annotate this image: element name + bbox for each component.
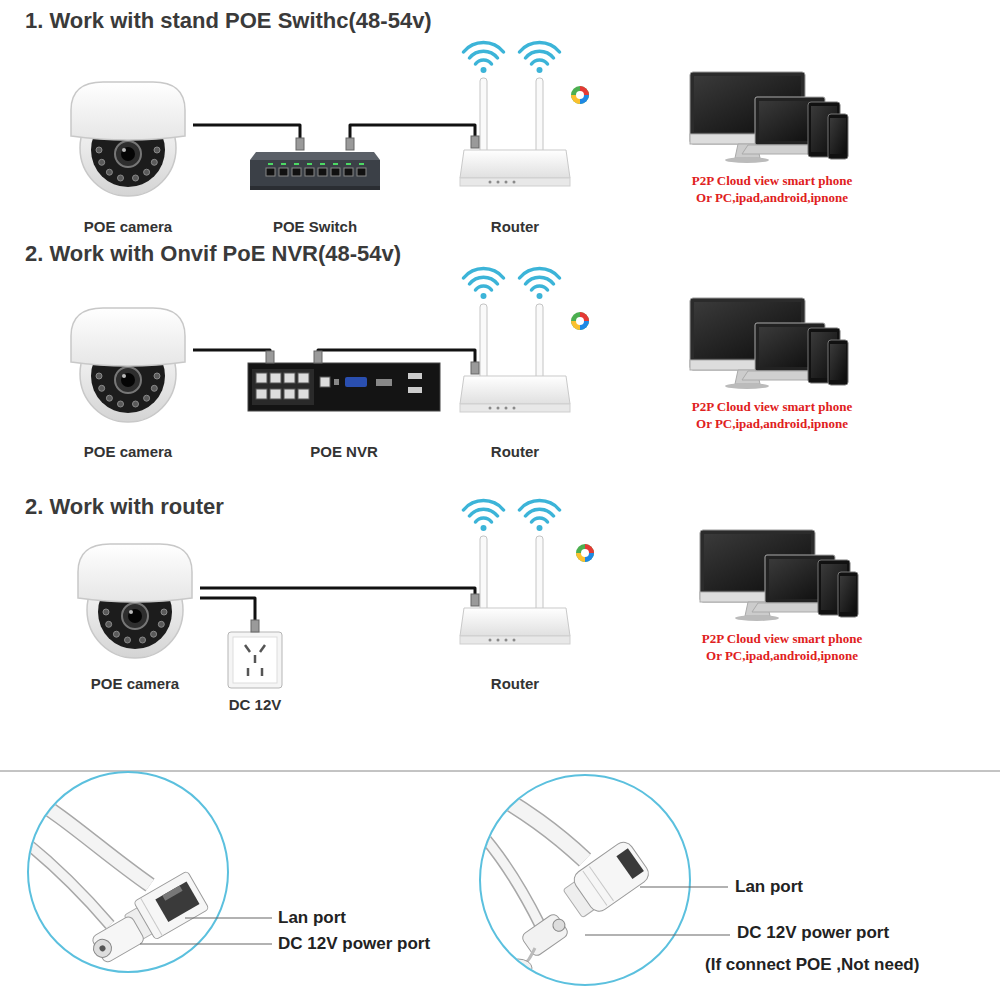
socket-node: DC 12V — [220, 632, 290, 714]
node-caption: POE camera — [91, 675, 179, 693]
cable-closeup-left — [10, 772, 228, 972]
node-caption: POE camera — [84, 443, 172, 461]
section-heading: 1. Work with stand POE Swithc(48-54v) — [25, 8, 432, 34]
rj45-plug — [314, 351, 322, 363]
node-caption: DC 12V — [229, 696, 282, 714]
rj45-plug — [251, 620, 259, 632]
wifi-symbol — [464, 43, 504, 73]
network-cable — [350, 125, 475, 150]
camera-node: POE camera — [63, 304, 193, 461]
router-node: Router — [460, 606, 570, 693]
globe-icon — [576, 544, 594, 562]
globe-icon — [571, 86, 589, 104]
dome-camera — [71, 82, 185, 196]
wifi-symbol — [520, 269, 560, 299]
poe-switch — [250, 152, 380, 190]
wifi-symbol — [520, 43, 560, 73]
rj45-plug — [471, 136, 479, 148]
network-cable — [200, 598, 255, 632]
rj45-plug — [471, 362, 479, 374]
leader-lines — [140, 887, 730, 944]
port-callout: Lan port — [278, 907, 346, 928]
wifi-symbol — [464, 269, 504, 299]
network-cable — [193, 125, 300, 150]
node-caption: Router — [491, 443, 539, 461]
wifi-symbol — [520, 501, 560, 531]
section-heading: 2. Work with Onvif PoE NVR(48-54v) — [25, 241, 401, 267]
port-callout: DC 12V power port — [737, 922, 889, 943]
cable-closeup-right — [478, 775, 690, 985]
dome-camera — [71, 308, 185, 422]
node-caption: Router — [491, 675, 539, 693]
rj45-plug — [471, 594, 479, 606]
dome-camera — [78, 544, 192, 658]
cloud-view-note: P2P Cloud view smart phone Or PC,ipad,an… — [686, 172, 858, 206]
router-node: Router — [460, 374, 570, 461]
node-caption: POE camera — [84, 218, 172, 236]
network-cable — [200, 588, 475, 606]
viewing-devices — [700, 530, 858, 621]
network-cable — [318, 350, 475, 374]
node-caption: POE Switch — [273, 218, 357, 236]
camera-node: POE camera — [70, 540, 200, 693]
nvr-node: POE NVR — [248, 363, 440, 461]
divider-line — [0, 771, 1000, 772]
section-heading: 2. Work with router — [25, 494, 224, 520]
port-note: (If connect POE ,Not need) — [705, 954, 919, 975]
poe-nvr — [248, 363, 440, 411]
port-callout: DC 12V power port — [278, 933, 430, 954]
router-node: Router — [460, 148, 570, 236]
cloud-view-note: P2P Cloud view smart phone Or PC,ipad,an… — [696, 630, 868, 664]
cloud-view-note: P2P Cloud view smart phone Or PC,ipad,an… — [686, 398, 858, 432]
viewing-devices — [690, 72, 848, 163]
globe-icon — [571, 312, 589, 330]
rj45-plug — [346, 138, 354, 150]
node-caption: Router — [491, 218, 539, 236]
wifi-symbol — [464, 501, 504, 531]
rj45-plug — [266, 351, 274, 363]
switch-node: POE Switch — [250, 150, 380, 236]
viewing-devices — [690, 298, 848, 389]
wall-socket — [228, 632, 282, 688]
port-callout: Lan port — [735, 876, 803, 897]
network-cable — [193, 350, 270, 363]
node-caption: POE NVR — [310, 443, 378, 461]
camera-node: POE camera — [63, 78, 193, 236]
rj45-plug — [296, 138, 304, 150]
